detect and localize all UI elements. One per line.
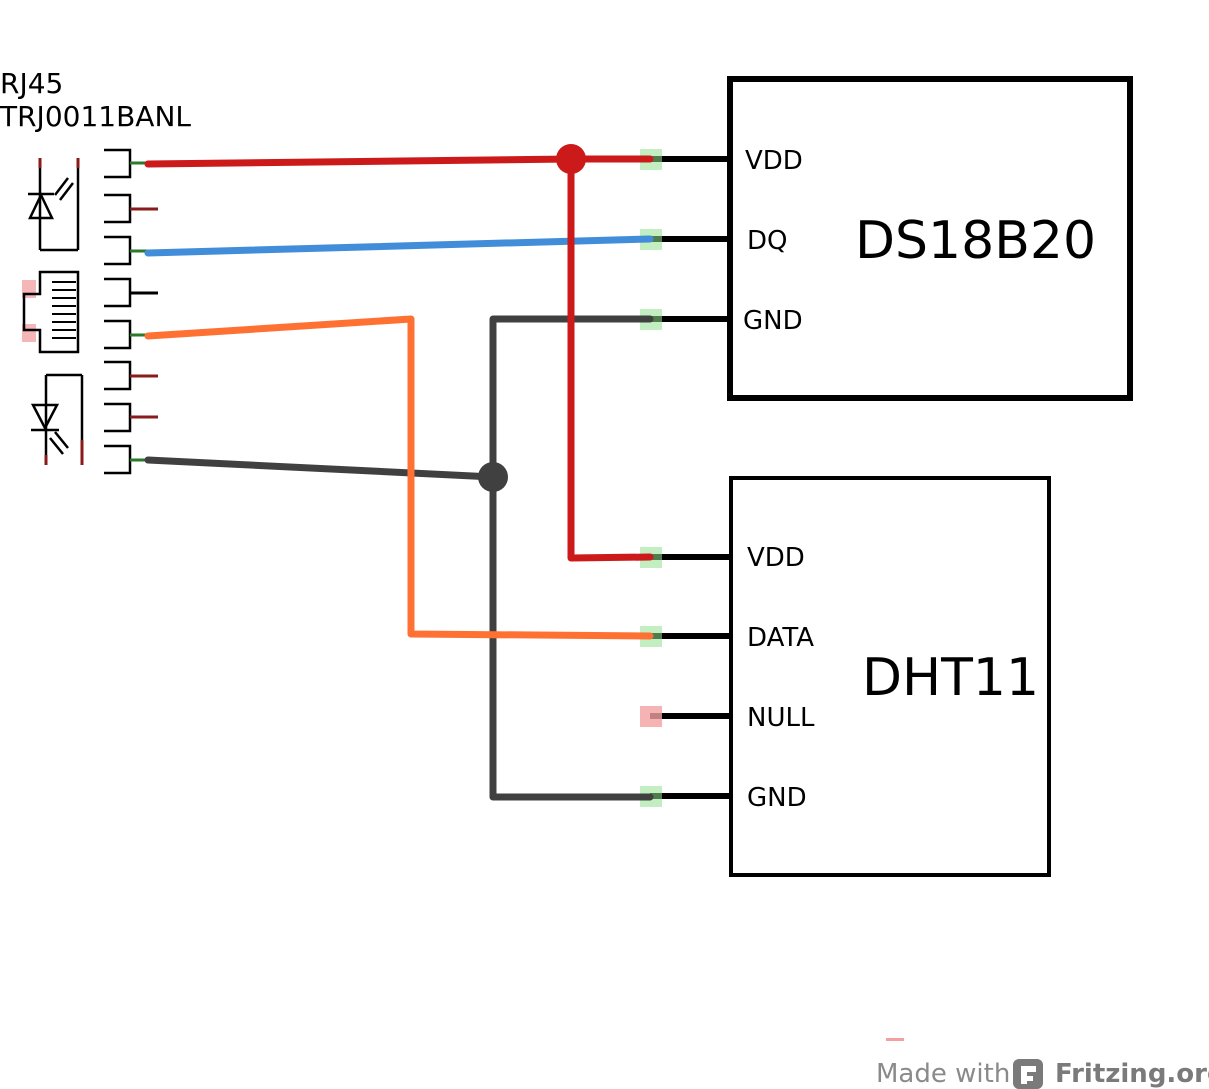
fritzing-brand-text: Fritzing.org (1055, 1059, 1209, 1089)
fritzing-branding: Made with Fritzing.org (876, 1038, 1209, 1089)
dht11-component[interactable]: VDD DATA NULL GND DHT11 (650, 476, 1051, 877)
dht11-pin-gnd: GND (747, 783, 807, 813)
power-junction[interactable] (556, 144, 586, 174)
made-with-text: Made with (876, 1059, 1010, 1089)
ds18b20-pin-gnd: GND (743, 306, 803, 336)
fritzing-logo-icon (1013, 1059, 1043, 1089)
ds18b20-component[interactable]: VDD DQ GND DS18B20 (650, 76, 1133, 401)
connector-name: RJ45 (0, 67, 63, 100)
led-bottom-icon (30, 373, 84, 462)
rj45-pins (104, 148, 132, 475)
ds18b20-pin-dq: DQ (747, 226, 788, 256)
dht11-pin-vdd: VDD (747, 543, 805, 573)
rj45-symbol (22, 148, 158, 475)
jack-icon (22, 270, 80, 354)
power-branch-wire[interactable] (567, 155, 654, 562)
pin-highlights (640, 149, 662, 807)
dht11-title: DHT11 (862, 648, 1039, 708)
connector-part-number: TRJ0011BANL (0, 100, 191, 133)
ground-junction[interactable] (478, 462, 508, 492)
led-top-icon (28, 160, 80, 252)
ds18b20-pin-vdd: VDD (745, 146, 803, 176)
ground-wire[interactable] (144, 456, 497, 481)
dht11-pin-data: DATA (747, 623, 814, 653)
dht11-data-wire[interactable] (144, 315, 654, 640)
dht11-pin-null: NULL (747, 703, 815, 733)
ds18b20-data-wire[interactable] (144, 235, 654, 257)
wires (144, 155, 654, 801)
ds18b20-title: DS18B20 (855, 211, 1096, 271)
